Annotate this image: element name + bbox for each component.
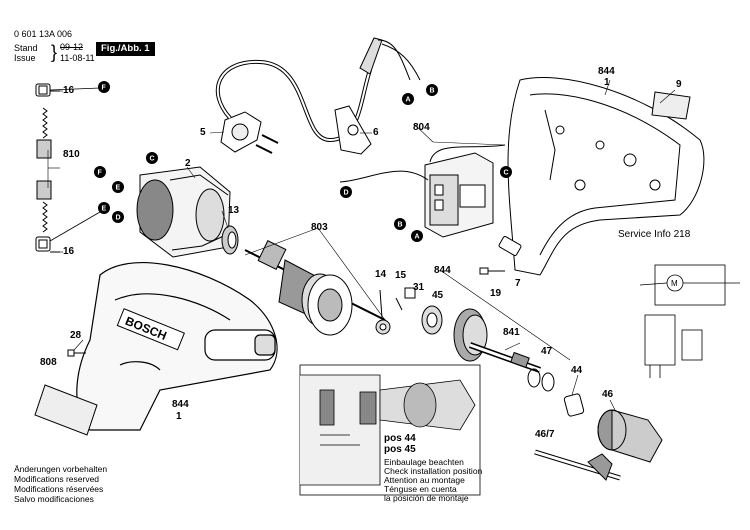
rings-47 (527, 368, 555, 392)
install-note-fr: Attention au montage (384, 475, 465, 485)
connector-c-1: C (500, 166, 512, 178)
part-label: 5 (200, 127, 206, 138)
issue-label: Issue (14, 53, 36, 63)
svg-text:C: C (504, 170, 509, 177)
svg-text:D: D (116, 215, 121, 222)
part-label: 9 (676, 79, 682, 90)
connector-f-2: F (98, 81, 110, 93)
part-label: 28 (70, 330, 82, 341)
part-label: 6 (373, 127, 379, 138)
install-note-de: Einbaulage beachten (384, 457, 464, 467)
install-note-es-2: la posición de montaje (384, 493, 469, 503)
part-7 (498, 236, 522, 256)
issue-date: 11-08-11 (60, 53, 95, 63)
part-label: 841 (503, 327, 520, 338)
armature (244, 240, 391, 336)
brace: } (51, 42, 58, 62)
figure-badge: Fig./Abb. 1 (96, 42, 155, 56)
connector-a-1: A (402, 93, 414, 105)
connector-e-1: E (112, 181, 124, 193)
gear-shaft (453, 308, 542, 373)
svg-text:B: B (398, 222, 403, 229)
part-label: 808 (40, 357, 57, 368)
part-label: 2 (185, 158, 191, 169)
label-9 (651, 91, 691, 120)
svg-text:F: F (102, 85, 107, 92)
carbon-brush-spring-1 (36, 107, 52, 159)
screw-19 (479, 267, 505, 275)
svg-text:A: A (415, 234, 420, 241)
connector-c-2: C (146, 152, 158, 164)
connector-f-1: F (94, 166, 106, 178)
connector-b-2: B (394, 218, 406, 230)
pos-45-label: pos 45 (384, 444, 416, 455)
part-31 (404, 287, 416, 299)
part-label: 45 (432, 290, 444, 301)
stand-date: 09-12 (60, 42, 84, 52)
part-label: 47 (541, 346, 553, 357)
part-label: 844 (434, 265, 451, 276)
brush-holder-bottom (35, 236, 51, 252)
connector-b-1: B (426, 84, 438, 96)
connector-d-2: D (112, 211, 124, 223)
part-label: 16 (63, 246, 75, 257)
chuck (597, 409, 663, 463)
part-label: 46/7 (535, 429, 555, 440)
part-label: 1 (176, 411, 182, 422)
part-label: 7 (515, 278, 521, 289)
part-44 (563, 393, 585, 417)
footer-note-es: Salvo modificaciones (14, 494, 94, 504)
brush-holder-top (35, 83, 51, 97)
part-label: 15 (395, 270, 407, 281)
wiring-schematic (639, 264, 740, 378)
svg-text:E: E (116, 185, 121, 192)
svg-text:A: A (406, 97, 411, 104)
screw-28 (67, 349, 86, 357)
svg-text:F: F (98, 170, 103, 177)
install-note-es-1: Ténguse en cuenta (384, 484, 457, 494)
inset-cutaway (299, 364, 481, 496)
part-label: 844 (172, 399, 189, 410)
service-info: Service Info 218 (618, 229, 691, 240)
install-note-en: Check installation position (384, 466, 483, 476)
switch (424, 152, 494, 238)
connector-a-2: A (411, 230, 423, 242)
power-plug (220, 111, 279, 154)
part-label: 810 (63, 149, 80, 160)
label-808 (34, 384, 98, 436)
part-label: 46 (602, 389, 614, 400)
part-label: 803 (311, 222, 328, 233)
part-label: 804 (413, 122, 430, 133)
part-label: 14 (375, 269, 387, 280)
part-label: 16 (63, 85, 75, 96)
svg-text:E: E (102, 206, 107, 213)
svg-text:B: B (430, 88, 435, 95)
footer-note-en: Modifications reserved (14, 474, 100, 484)
fan-13 (221, 225, 239, 255)
connector-e-2: E (98, 202, 110, 214)
part-label: 844 (598, 66, 615, 77)
housing-right (507, 77, 705, 276)
part-label: 44 (571, 365, 583, 376)
svg-text:D: D (344, 190, 349, 197)
chuck-key (534, 449, 621, 481)
part-label: 19 (490, 288, 502, 299)
field-coil (136, 166, 231, 258)
svg-text:C: C (150, 156, 155, 163)
bearing-45 (421, 305, 443, 335)
pos-44-label: pos 44 (384, 433, 416, 444)
part-label: 13 (228, 205, 240, 216)
stand-label: Stand (14, 43, 38, 53)
part-label: 31 (413, 282, 425, 293)
footer-note-de: Änderungen vorbehalten (14, 464, 108, 474)
carbon-brush-spring-2 (36, 180, 52, 233)
motor-symbol: M (671, 279, 678, 288)
connector-d-1: D (340, 186, 352, 198)
doc-number: 0 601 13A 006 (14, 29, 73, 39)
footer-note-fr: Modifications réservées (14, 484, 104, 494)
part-label: 1 (604, 77, 610, 88)
